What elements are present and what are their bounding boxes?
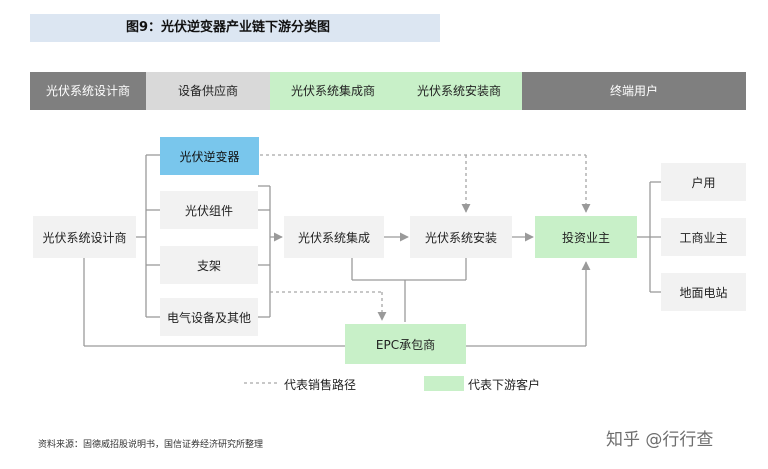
node-bracket: 支架 (160, 246, 258, 284)
node-epc: EPC承包商 (345, 324, 466, 364)
figure-title: 图9：光伏逆变器产业链下游分类图 (30, 14, 440, 42)
header-supplier: 设备供应商 (146, 72, 270, 110)
legend-green-swatch (424, 376, 464, 391)
node-inverter: 光伏逆变器 (160, 137, 259, 175)
header-integrator: 光伏系统集成商 (270, 72, 396, 110)
node-module: 光伏组件 (160, 191, 258, 229)
header-installer: 光伏系统安装商 (396, 72, 522, 110)
header-designer: 光伏系统设计商 (30, 72, 146, 110)
node-designer: 光伏系统设计商 (33, 216, 136, 258)
node-commercial: 工商业主 (661, 218, 746, 256)
node-electrical: 电气设备及其他 (160, 298, 258, 336)
source-note: 资料来源：固德威招股说明书，国信证券经济研究所整理 (38, 440, 264, 450)
node-investor: 投资业主 (535, 216, 637, 258)
legend-sales-path: 代表销售路径 (284, 378, 357, 392)
node-integration: 光伏系统集成 (284, 216, 384, 258)
node-installation: 光伏系统安装 (410, 216, 512, 258)
watermark: 知乎 @行行查 (606, 430, 714, 450)
node-household: 户用 (661, 163, 746, 201)
header-end-user: 终端用户 (522, 72, 746, 110)
legend-downstream-customer: 代表下游客户 (468, 378, 541, 392)
node-ground-station: 地面电站 (661, 273, 746, 311)
